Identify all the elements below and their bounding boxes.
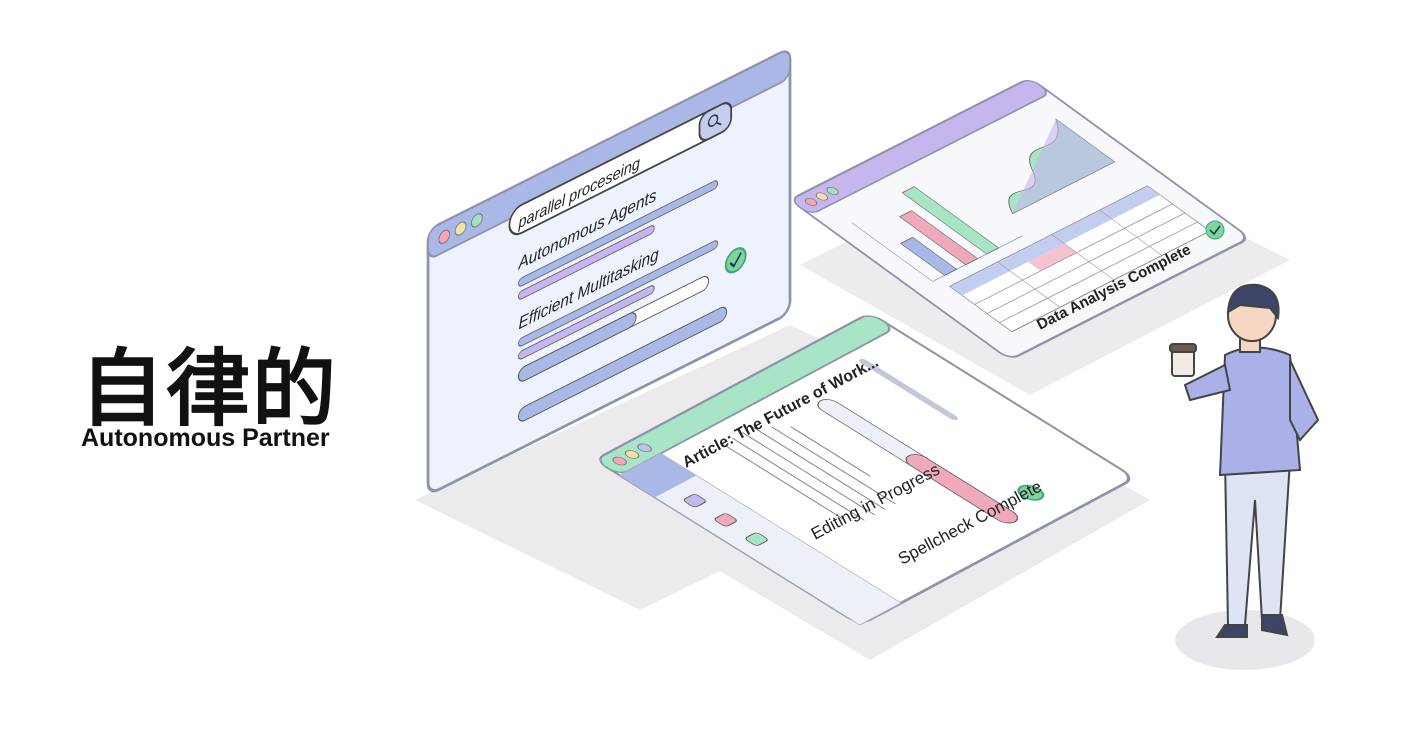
hero-title: 自律的 — [80, 340, 339, 438]
editing-progress-fill — [905, 454, 1018, 524]
sidebar-icon[interactable] — [682, 494, 707, 508]
magnifier-icon — [707, 114, 722, 127]
window-dot — [612, 456, 628, 466]
window-dot — [826, 187, 839, 195]
window-dot — [454, 221, 467, 236]
person — [1169, 283, 1320, 638]
sidebar-icon[interactable] — [713, 513, 738, 527]
search-window: parallel proceseing Autonomous Agents Ef… — [426, 50, 792, 493]
bar — [901, 186, 1000, 255]
data-table — [948, 185, 1211, 333]
shoe — [1215, 624, 1248, 638]
article-window — [599, 315, 1131, 626]
progress-fill — [518, 312, 637, 382]
window-dot — [804, 197, 818, 206]
hero-subtitle: Autonomous Partner — [81, 424, 330, 452]
check-circle-icon — [1017, 484, 1045, 501]
window-dot — [815, 192, 829, 201]
bottom-bar — [518, 306, 728, 422]
window-dot — [438, 229, 451, 244]
data-window — [793, 80, 1246, 358]
window-dot — [624, 450, 640, 459]
window-dot — [637, 443, 652, 453]
area-chart — [1008, 118, 1116, 215]
bar — [898, 210, 979, 266]
search-button[interactable] — [698, 100, 733, 144]
check-circle-icon — [1205, 220, 1225, 240]
result-bar — [518, 285, 655, 360]
result-bar — [518, 240, 719, 347]
sidebar-icon[interactable] — [744, 532, 769, 546]
bar-chart — [851, 186, 1023, 282]
bar — [899, 236, 958, 276]
shoe — [1261, 614, 1289, 637]
text-lines — [725, 426, 896, 521]
result-bar — [518, 225, 655, 300]
result-bar — [518, 180, 719, 287]
window-dot — [470, 213, 483, 228]
